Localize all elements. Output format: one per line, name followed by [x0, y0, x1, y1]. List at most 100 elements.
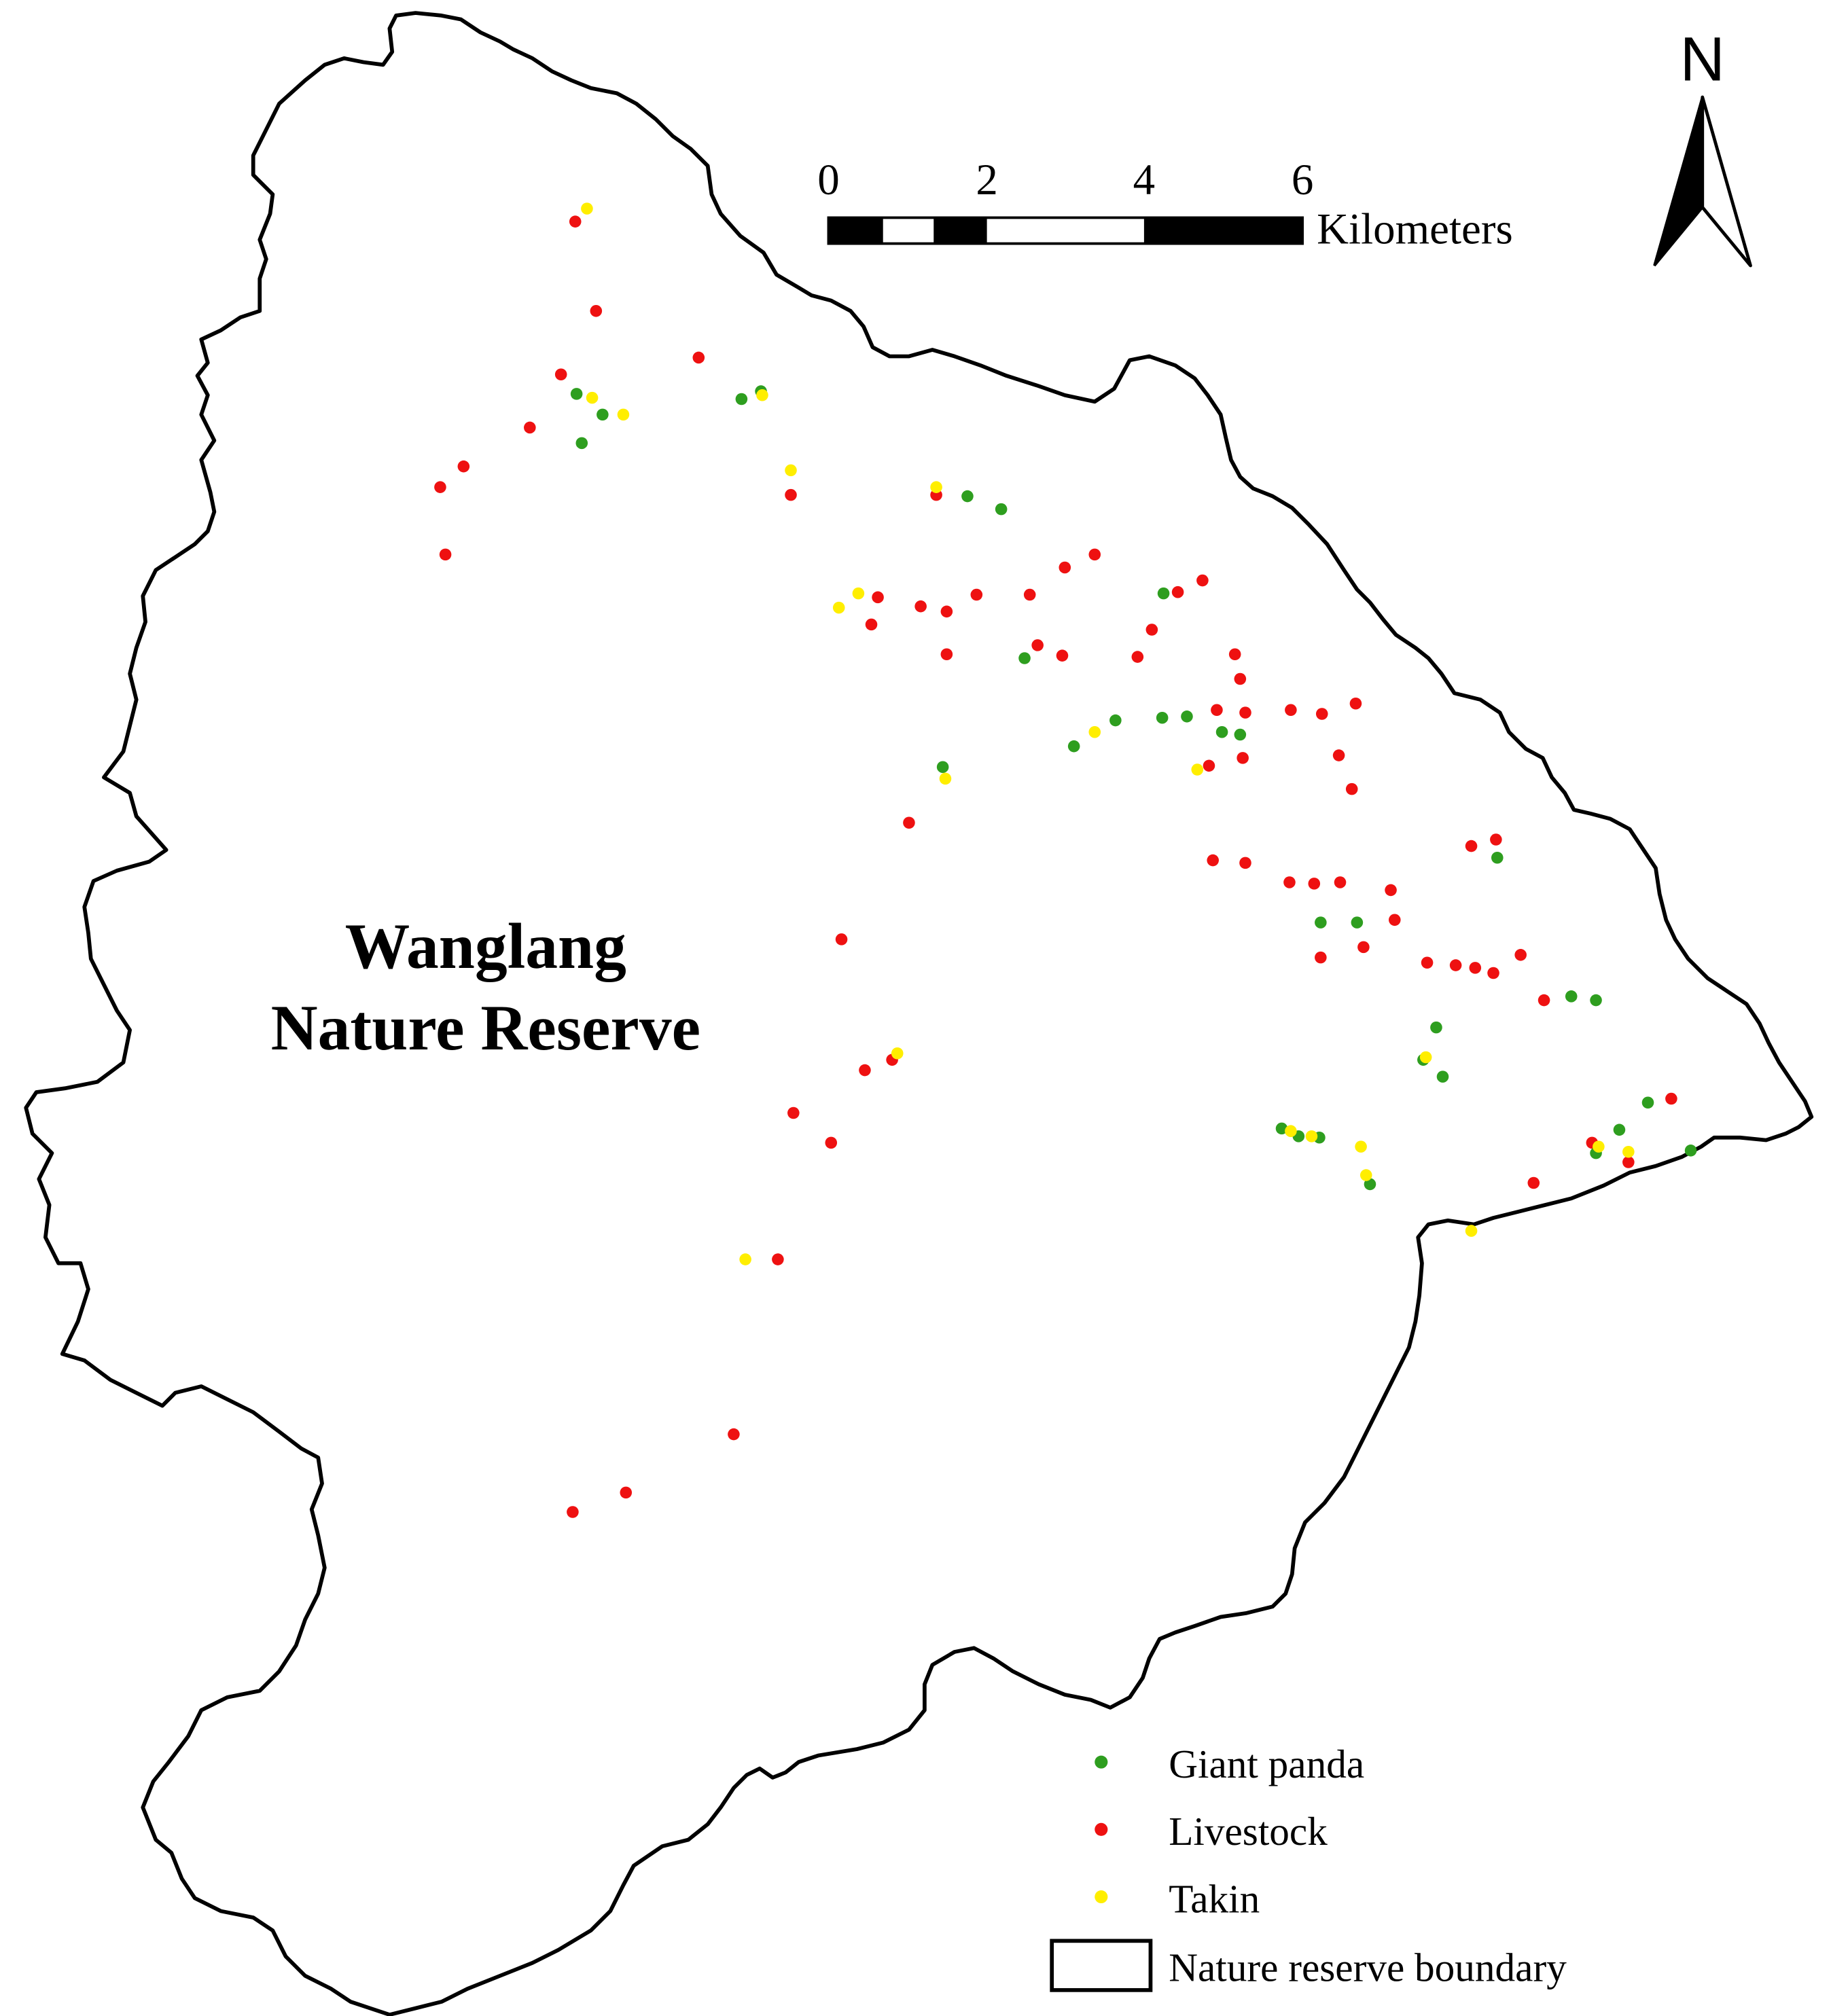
livestock-point-6: [457, 460, 470, 473]
livestock-point-67: [567, 1506, 579, 1518]
livestock-point-35: [1203, 759, 1215, 772]
livestock-point-30: [1285, 704, 1297, 717]
livestock-point-37: [903, 816, 915, 829]
livestock-point-22: [1031, 639, 1044, 651]
livestock-point-33: [1237, 752, 1249, 764]
livestock-point-19: [940, 605, 953, 618]
livestock-point-66: [620, 1486, 633, 1499]
takin-point-4: [756, 389, 768, 401]
livestock-point-64: [772, 1253, 784, 1265]
livestock-point-27: [1234, 672, 1247, 685]
livestock-point-49: [1421, 956, 1434, 969]
livestock-point-4: [554, 368, 567, 381]
takin-point-12: [891, 1047, 904, 1060]
livestock-point-44: [1334, 876, 1347, 888]
panda-point-6: [961, 490, 974, 503]
livestock-point-40: [1207, 854, 1219, 867]
scale-segment-2: [934, 217, 987, 244]
panda-point-11: [1156, 711, 1169, 724]
livestock-point-55: [835, 933, 848, 946]
livestock-point-29: [1239, 706, 1251, 719]
livestock-point-53: [1514, 949, 1527, 961]
legend-panda-label: Giant panda: [1169, 1742, 1364, 1786]
scale-tick-label-6: 6: [1292, 156, 1313, 204]
takin-point-9: [1088, 725, 1101, 738]
livestock-point-2: [590, 305, 603, 317]
scale-unit-label: Kilometers: [1317, 205, 1513, 254]
livestock-point-24: [1056, 649, 1069, 662]
scale-tick-label-2: 2: [976, 156, 997, 204]
map-title-line2: Nature Reserve: [271, 992, 700, 1064]
takin-point-13: [1419, 1051, 1432, 1064]
livestock-point-43: [1308, 878, 1321, 890]
livestock-point-1: [569, 215, 582, 228]
panda-point-13: [1215, 725, 1228, 738]
panda-point-24: [1436, 1070, 1449, 1083]
livestock-point-32: [1349, 697, 1362, 710]
north-arrow: N: [1653, 24, 1752, 268]
panda-point-2: [597, 408, 609, 421]
livestock-point-31: [1315, 708, 1328, 720]
livestock-point-21: [1145, 624, 1158, 636]
takin-point-20: [739, 1253, 751, 1265]
panda-point-21: [1590, 994, 1602, 1007]
livestock-point-12: [1059, 561, 1071, 574]
takin-point-3: [617, 408, 630, 421]
livestock-point-51: [1469, 962, 1482, 974]
livestock-point-56: [859, 1064, 871, 1077]
panda-point-15: [1067, 740, 1080, 753]
livestock-point-11: [1088, 548, 1101, 561]
livestock-point-15: [1023, 588, 1036, 601]
legend-boundary-label: Nature reserve boundary: [1169, 1945, 1567, 1990]
legend-boundary-swatch: [1050, 1939, 1153, 1992]
livestock-point-7: [434, 481, 446, 493]
livestock-point-63: [1527, 1176, 1540, 1189]
panda-point-22: [1430, 1021, 1442, 1034]
observation-points: [434, 202, 1697, 1518]
livestock-point-26: [1228, 648, 1241, 661]
livestock-point-25: [1131, 651, 1144, 663]
north-arrow-icon: [1653, 96, 1704, 267]
scale-bar: 0 2 4 6 Kilometers: [817, 156, 1513, 253]
livestock-point-45: [1385, 884, 1397, 897]
livestock-point-20: [865, 618, 878, 631]
livestock-point-60: [1665, 1092, 1677, 1105]
livestock-point-3: [692, 351, 705, 364]
takin-point-16: [1355, 1140, 1367, 1153]
takin-point-7: [852, 587, 865, 600]
map-title-line1: Wanglang: [345, 910, 626, 982]
livestock-point-41: [1239, 857, 1251, 869]
livestock-point-28: [1211, 704, 1223, 717]
livestock-point-5: [524, 421, 536, 434]
legend: Giant panda Livestock Takin Nature reser…: [1050, 1742, 1567, 1992]
panda-point-10: [1109, 714, 1122, 727]
livestock-point-9: [785, 488, 797, 501]
takin-point-1: [581, 202, 593, 215]
legend-panda-marker: [1095, 1755, 1108, 1769]
scale-tick-label-4: 4: [1133, 156, 1155, 204]
livestock-point-17: [872, 591, 884, 604]
livestock-point-48: [1315, 951, 1327, 964]
scale-segment-1: [828, 217, 883, 244]
legend-takin-marker: [1095, 1890, 1108, 1904]
panda-point-14: [1234, 728, 1247, 741]
livestock-point-50: [1449, 959, 1462, 971]
reserve-boundary: [24, 11, 1814, 2016]
takin-point-18: [1593, 1140, 1605, 1153]
panda-point-29: [1275, 1122, 1288, 1135]
panda-point-18: [1315, 916, 1327, 929]
panda-point-32: [1364, 1178, 1376, 1191]
livestock-point-36: [1345, 782, 1358, 795]
livestock-point-8: [439, 548, 452, 561]
panda-point-9: [1018, 652, 1031, 664]
livestock-point-46: [1388, 914, 1401, 926]
livestock-point-39: [1490, 833, 1502, 846]
livestock-point-58: [787, 1106, 800, 1119]
livestock-point-42: [1283, 876, 1296, 888]
livestock-point-16: [970, 588, 983, 601]
panda-point-1: [570, 388, 583, 400]
livestock-point-14: [1171, 586, 1184, 598]
takin-point-8: [832, 601, 845, 614]
livestock-point-59: [825, 1136, 838, 1149]
